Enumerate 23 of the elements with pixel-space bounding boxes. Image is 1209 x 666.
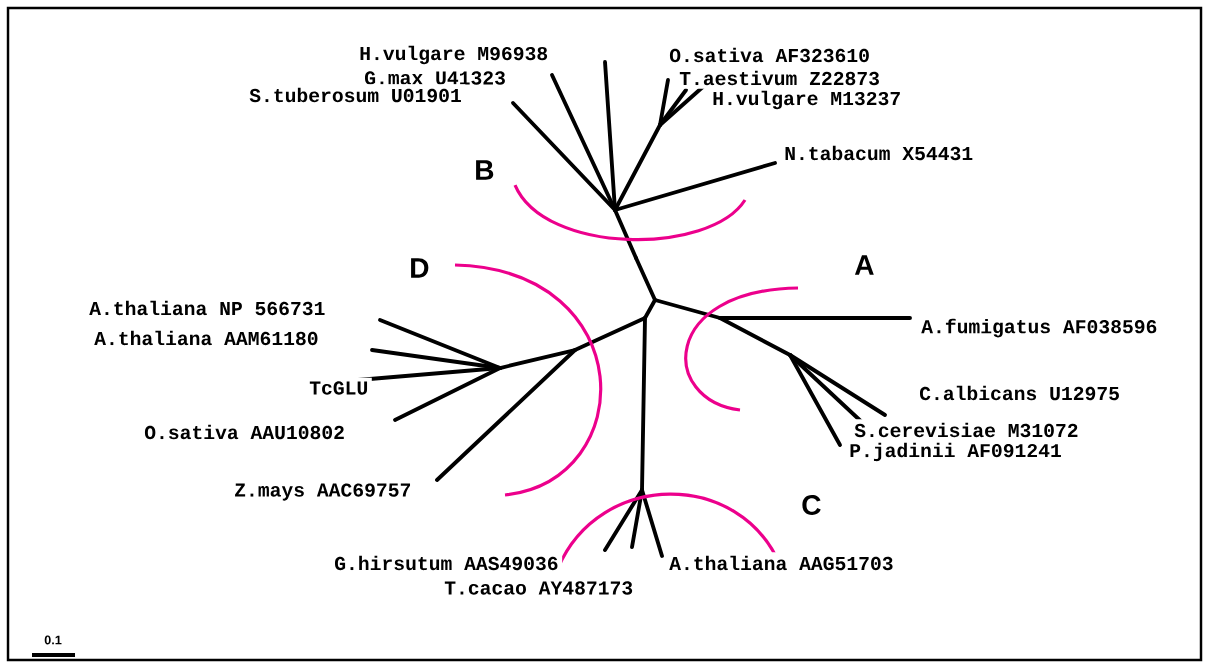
taxon-label: T.cacao AY487173 xyxy=(440,577,637,599)
taxon-label: A.thaliana AAG51703 xyxy=(665,552,898,574)
taxon-label: A.thaliana AAM61180 xyxy=(90,327,323,349)
taxon-label: G.hirsutum AAS49036 xyxy=(330,552,563,574)
clade-letter: B xyxy=(470,156,499,184)
clade-letter: A xyxy=(850,251,879,279)
taxon-label: O.sativa AAU10802 xyxy=(140,421,349,443)
taxon-label: A.thaliana NP 566731 xyxy=(85,297,329,319)
taxon-label: H.vulgare M13237 xyxy=(708,87,905,113)
taxon-label: Z.mays AAC69757 xyxy=(230,479,415,505)
taxon-label: TcGLU xyxy=(305,377,372,399)
taxon-label: T.aestivum Z22873 xyxy=(675,67,884,89)
taxon-label: S.cerevisiae M31072 xyxy=(850,419,1083,441)
clade-letter: C xyxy=(797,491,826,519)
scale-label: 0.1 xyxy=(40,632,66,648)
taxon-label: S.tuberosum U01901 xyxy=(245,84,466,106)
clade-letter: D xyxy=(405,254,434,282)
taxon-label: P.jadinii AF091241 xyxy=(845,439,1066,465)
taxon-label: A.fumigatus AF038596 xyxy=(917,315,1161,341)
taxon-label: N.tabacum X54431 xyxy=(780,142,977,164)
taxon-label: O.sativa AF323610 xyxy=(665,44,874,66)
taxon-label: C.albicans U12975 xyxy=(915,382,1124,404)
taxon-label: H.vulgare M96938 xyxy=(355,42,552,68)
